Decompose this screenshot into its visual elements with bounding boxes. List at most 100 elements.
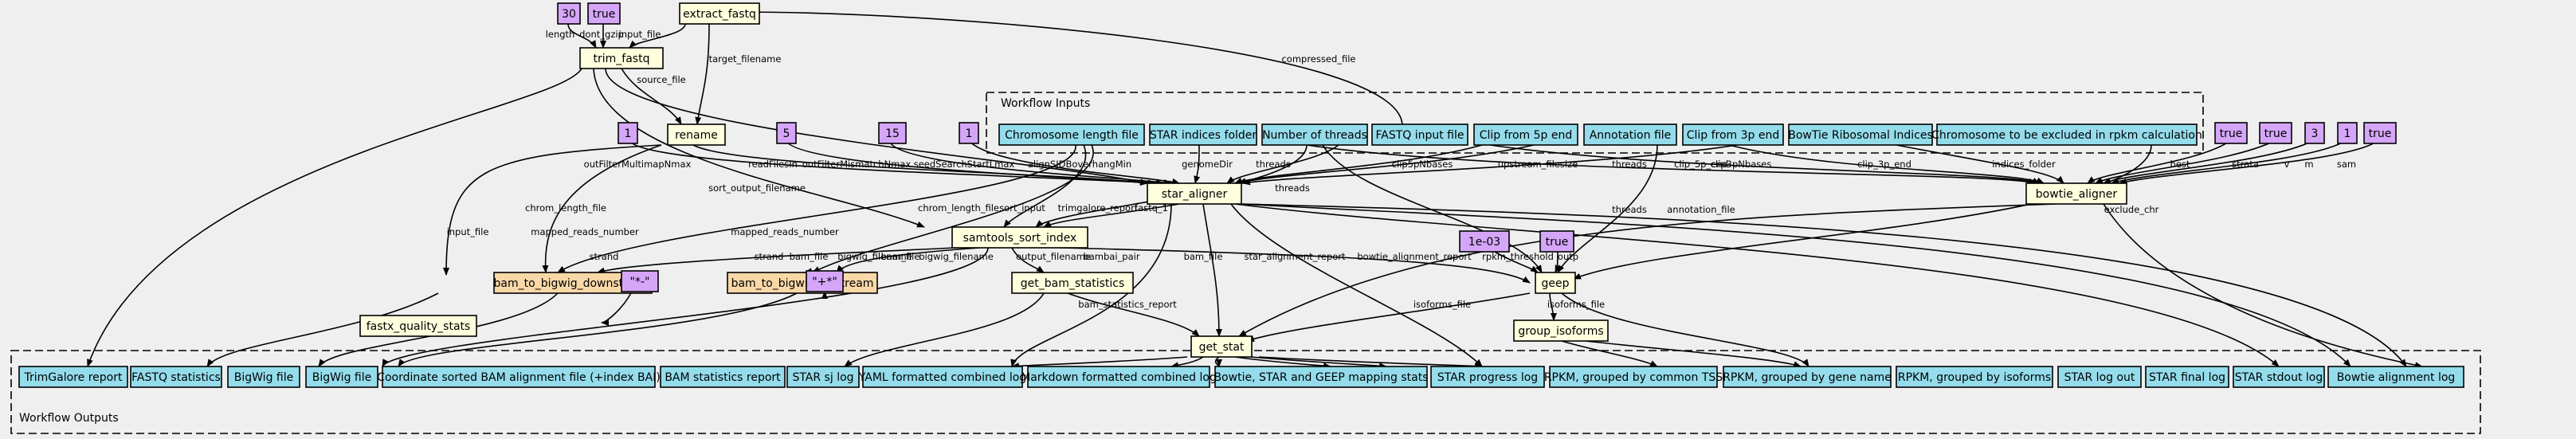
node-geep: geep [1535, 272, 1576, 294]
edge-label: readFilesIn [748, 159, 798, 170]
node-box [2363, 122, 2397, 144]
node-out-rpkm-iso: RPKM, grouped by isoforms [1896, 366, 2053, 388]
node-box [1147, 182, 1242, 205]
node-in-annot: Annotation file [1583, 123, 1677, 146]
node-group-isoforms: group_isoforms [1513, 319, 1609, 342]
edge-label: dont_gzip [579, 29, 624, 40]
node-out-mapping: Bowtie, STAR and GEEP mapping stats [1214, 366, 1429, 388]
edge-label: length [546, 29, 575, 40]
node-label: Number of threads [1262, 129, 1367, 142]
node-in-bowtie: BowTie Ribosomal Indices [1788, 123, 1933, 146]
node-box [1682, 123, 1784, 146]
node-label: 30 [562, 8, 576, 21]
node-p1e03: 1e-03 [1459, 230, 1510, 253]
edge-label: threads [1612, 204, 1647, 215]
edge-label: upstream_filesize [1498, 159, 1578, 170]
node-box [1027, 366, 1210, 388]
node-label: true [2220, 127, 2243, 140]
node-in-chrom-len: Chromosome length file [998, 123, 1145, 146]
node-label: star_aligner [1162, 188, 1228, 201]
node-ptrue5: true [2363, 122, 2397, 144]
node-label: BigWig file [312, 371, 371, 384]
node-label: 5 [783, 127, 790, 140]
node-box [862, 366, 1023, 388]
node-label: FASTQ statistics [131, 371, 221, 384]
node-label: 1 [2344, 127, 2351, 140]
node-box [2259, 122, 2292, 144]
node-label: Markdown formatted combined log [1021, 371, 1217, 384]
node-label: FASTQ input file [1375, 129, 1464, 142]
node-label: STAR sj log [792, 371, 853, 384]
node-out-rpkm-gene: RPKM, grouped by gene name [1723, 366, 1892, 388]
node-box [1723, 366, 1892, 388]
workflow-outputs-cluster [10, 350, 2481, 434]
node-box [2145, 366, 2229, 388]
edge-label: trimgalore_report [1058, 202, 1139, 214]
node-label: TrimGalore report [24, 371, 123, 384]
node-box [667, 123, 726, 146]
node-label: Clip from 5p end [1480, 129, 1573, 142]
edge-label: bowtie_alignment_report [1357, 251, 1472, 262]
node-box [1788, 123, 1933, 146]
node-label: Chromosome to be excluded in rpkm calcul… [1931, 129, 2202, 142]
edge-label: outFilterMultimapNmax [584, 159, 692, 170]
edge-label: bam_file [790, 251, 829, 262]
node-p1c: 1 [2337, 122, 2358, 144]
node-box [382, 366, 656, 388]
node-box [227, 366, 300, 388]
node-label: get_bam_statistics [1021, 277, 1125, 290]
edge-label: threads [1275, 182, 1310, 194]
node-label: 1e-03 [1468, 236, 1500, 249]
node-in-threads: Number of threads [1261, 123, 1368, 146]
node-box [621, 270, 659, 292]
node-in-chr-excl: Chromosome to be excluded in rpkm calcul… [1931, 123, 2202, 146]
node-in-clip3: Clip from 3p end [1682, 123, 1784, 146]
node-out-yaml: YAML formatted combined log [858, 366, 1026, 388]
node-box [2057, 366, 2142, 388]
edges [87, 9, 2423, 370]
node-in-star-idx: STAR indices folder [1149, 123, 1257, 146]
node-bowtie-aligner: bowtie_aligner [2025, 182, 2127, 205]
node-box [959, 122, 979, 144]
node-pstar: "*-" [621, 270, 659, 292]
edge-label: indices_folder [1992, 159, 2056, 170]
node-box [1513, 319, 1609, 342]
edge-label: m [2304, 159, 2313, 170]
edge-label: exclude_chr [2104, 204, 2159, 215]
node-box [1896, 366, 2053, 388]
node-box [1549, 366, 1718, 388]
node-p1a: 1 [618, 122, 638, 144]
node-label: STAR stdout log [2235, 371, 2323, 384]
node-label: true [2369, 127, 2392, 140]
node-label: STAR final log [2149, 371, 2225, 384]
node-label: true [2264, 127, 2288, 140]
node-label: Clip from 3p end [1687, 129, 1780, 142]
node-box [359, 315, 477, 337]
edge-label: bam_file [881, 251, 920, 262]
node-box [1535, 272, 1576, 294]
node-out-log: STAR log out [2057, 366, 2142, 388]
node-ptrue3: true [2214, 122, 2248, 144]
node-bam-to-bigwig-upstream: bam_to_bigwig_upstream [727, 272, 878, 294]
node-box [1936, 123, 2198, 146]
node-label: 1 [966, 127, 973, 140]
node-label: Coordinate sorted BAM alignment file (+i… [377, 371, 661, 384]
node-label: true [593, 8, 616, 21]
node-box [2337, 122, 2358, 144]
node-box [1149, 123, 1257, 146]
edge-label: outp [1558, 251, 1578, 262]
node-label: bowtie_aligner [2036, 188, 2118, 201]
node-label: "+*" [812, 276, 837, 288]
node-box [1539, 230, 1574, 253]
edge-label: mapped_reads_number [531, 226, 639, 237]
node-box [786, 366, 860, 388]
edge-label: isoforms_file [1547, 299, 1605, 310]
node-label: YAML formatted combined log [858, 371, 1026, 384]
node-samtools-sort-index: samtools_sort_index [951, 226, 1088, 249]
node-box [951, 226, 1088, 249]
node-get-stat: get_stat [1190, 335, 1253, 358]
node-label: get_stat [1199, 341, 1245, 354]
node-label: bam_to_bigwig_downstream [494, 277, 653, 290]
edge-label: alignSJDBoverhangMin [1028, 159, 1131, 170]
edge-label: strand [590, 251, 619, 262]
